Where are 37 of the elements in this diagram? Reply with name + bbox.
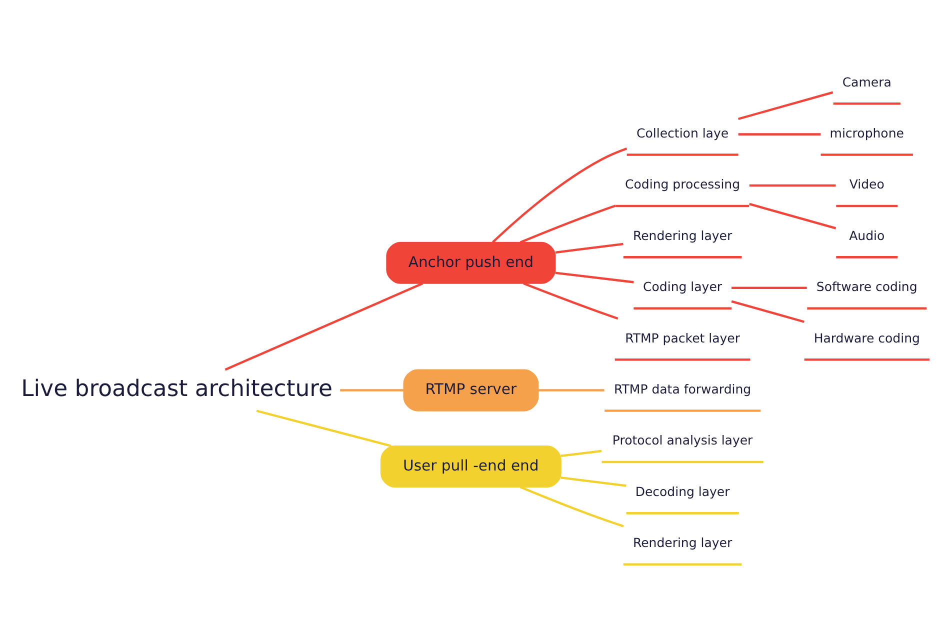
node-text: Camera [842, 74, 891, 90]
connector [519, 204, 616, 244]
node-box: Anchor push end [386, 242, 556, 284]
node-box: RTMP server [402, 369, 538, 412]
connector [554, 242, 623, 254]
node-text: RTMP packet layer [624, 330, 740, 346]
connector [748, 184, 836, 187]
connector [519, 486, 624, 528]
node-text: Software coding [816, 279, 917, 294]
connector [748, 202, 836, 230]
node-text: Protocol analysis layer [612, 432, 752, 448]
node-text: Rendering layer [632, 535, 732, 550]
node-text: Video [848, 176, 884, 192]
connector [730, 300, 804, 323]
node-text: Decoding layer [634, 484, 730, 499]
connector [560, 450, 602, 458]
node-text: RTMP data forwarding [614, 381, 751, 396]
node-text: Collection laye [636, 125, 728, 140]
connector [340, 389, 404, 392]
connector [738, 91, 833, 120]
connector [554, 272, 634, 284]
connector [224, 282, 423, 371]
node-text: Hardware coding [813, 330, 920, 346]
node-text: Coding processing [624, 176, 740, 192]
connector [538, 389, 604, 392]
node-text: Live broadcast architecture [20, 376, 332, 402]
node-text: Rendering layer [632, 228, 732, 243]
connector [492, 147, 627, 244]
connector [731, 286, 806, 290]
node-text: microphone [829, 125, 904, 140]
node-box: User pull -end end [380, 445, 561, 488]
connector [738, 133, 820, 136]
connector [560, 476, 626, 487]
node-text: Coding layer [642, 279, 722, 294]
connector [256, 410, 391, 448]
connector [522, 282, 618, 320]
node-text: Audio [848, 228, 884, 243]
